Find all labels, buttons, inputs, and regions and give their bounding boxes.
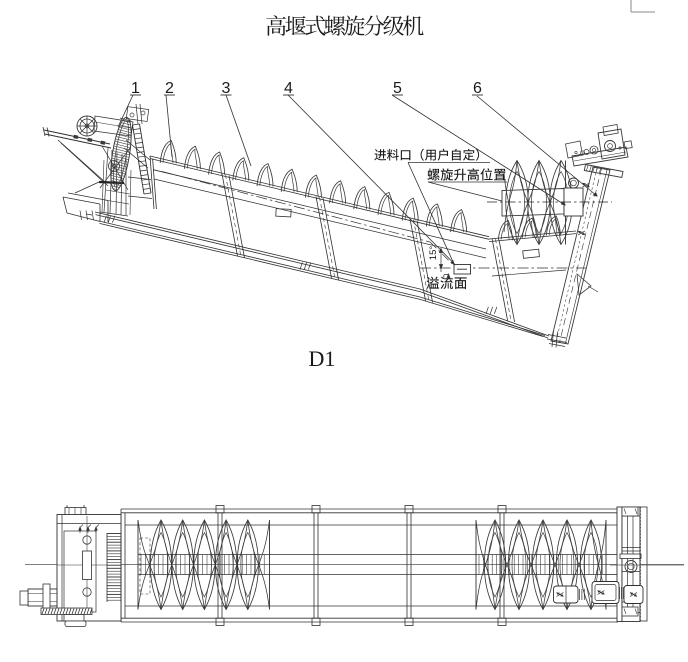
svg-text:4: 4 (284, 80, 293, 97)
svg-text:5: 5 (393, 80, 402, 97)
svg-text:2: 2 (165, 80, 174, 97)
svg-text:D1: D1 (309, 346, 336, 371)
svg-text:15°: 15° (428, 246, 439, 261)
svg-text:3: 3 (222, 80, 231, 97)
svg-text:6: 6 (473, 80, 482, 97)
svg-text:1: 1 (131, 80, 140, 97)
